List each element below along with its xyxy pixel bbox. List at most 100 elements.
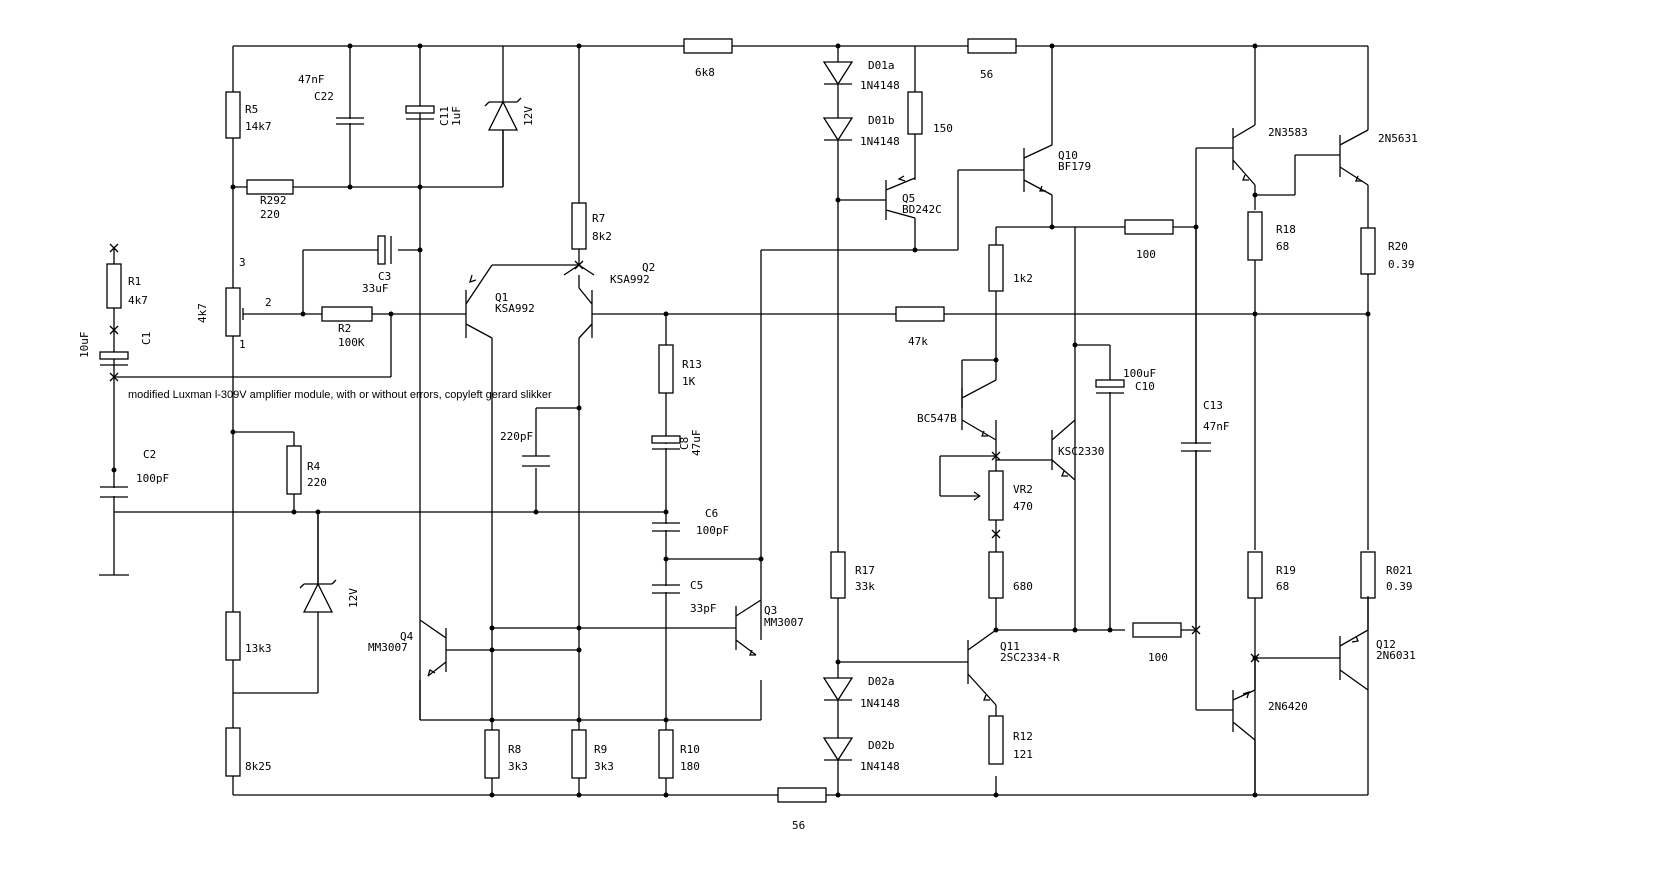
label-C11-ref: C11	[438, 106, 451, 126]
label-8k25-value: 8k25	[245, 760, 272, 773]
transistors	[419, 124, 1369, 795]
label-R20-value: 0.39	[1388, 258, 1415, 271]
resistor-56-bottom	[777, 787, 827, 803]
wipers	[242, 308, 981, 501]
label-R021-ref: R021	[1386, 564, 1413, 577]
label-D01a-ref: D01a	[868, 59, 895, 72]
label-R2-value: 100K	[338, 336, 365, 349]
label-R19-ref: R19	[1276, 564, 1296, 577]
resistor-100-a	[1124, 219, 1174, 235]
label-13k3-value: 13k3	[245, 642, 272, 655]
label-56-top-value: 56	[980, 68, 993, 81]
label-C8-ref: C8	[678, 437, 691, 450]
label-Q5-value: BD242C	[902, 203, 942, 216]
resistor-R2	[321, 306, 373, 322]
transistor-Q10	[1023, 144, 1053, 196]
label-Q4-ref: Q4	[400, 630, 414, 643]
label-1k2-value: 1k2	[1013, 272, 1033, 285]
label-VR2-value: 470	[1013, 500, 1033, 513]
label-zener2-value: 12V	[347, 588, 360, 608]
resistor-R17	[830, 551, 846, 599]
label-D02b-value: 1N4148	[860, 760, 900, 773]
resistor-R19	[1247, 551, 1263, 599]
label-Q11-ref: Q11	[1000, 640, 1020, 653]
label-C10-ref: C10	[1135, 380, 1155, 393]
resistor-47k	[895, 306, 945, 322]
label-R1-value: 4k7	[128, 294, 148, 307]
label-D01b-ref: D01b	[868, 114, 895, 127]
label-Q10-ref: Q10	[1058, 149, 1078, 162]
resistor-R021	[1360, 551, 1376, 599]
label-C11-value: 1uF	[450, 106, 463, 126]
transistor-2N3583	[1232, 124, 1256, 186]
label-R9-value: 3k3	[594, 760, 614, 773]
label-R5-value: 14k7	[245, 120, 272, 133]
diode-D01a	[822, 61, 854, 86]
zener-12V-bottom	[299, 512, 337, 613]
label-R2-ref: R2	[338, 322, 351, 335]
resistor-13k3	[225, 611, 241, 661]
label-Q4-value: MM3007	[368, 641, 408, 654]
resistor-56-top	[967, 38, 1017, 54]
transistor-KSC2330	[1051, 419, 1076, 481]
resistor-R4	[286, 445, 302, 495]
zener-12V-top	[484, 97, 522, 187]
label-R12-value: 121	[1013, 748, 1033, 761]
label-R8-value: 3k3	[508, 760, 528, 773]
resistor-R18	[1247, 211, 1263, 261]
label-C13-ref: C13	[1203, 399, 1223, 412]
diodes	[299, 61, 854, 762]
label-C2-ref: C2	[143, 448, 156, 461]
transistor-Q12	[1339, 596, 1369, 691]
label-R10-ref: R10	[680, 743, 700, 756]
label-47k-value: 47k	[908, 335, 928, 348]
label-2N3583: 2N3583	[1268, 126, 1308, 139]
label-C3-value: 33uF	[362, 282, 389, 295]
resistor-R7	[571, 202, 587, 250]
capacitor-C1	[99, 351, 129, 366]
resistor-150	[907, 91, 923, 135]
label-R1-ref: R1	[128, 275, 141, 288]
label-56-bottom-value: 56	[792, 819, 805, 832]
capacitor-C13	[1181, 442, 1211, 452]
transistor-Q5	[885, 175, 916, 220]
transistor-Q3	[735, 599, 762, 656]
label-R18-ref: R18	[1276, 223, 1296, 236]
label-D01a-value: 1N4148	[860, 79, 900, 92]
resistor-R13	[658, 344, 674, 394]
label-C5-value: 33pF	[690, 602, 717, 615]
capacitor-C6	[652, 522, 680, 532]
resistor-R20	[1360, 227, 1376, 275]
label-KSC2330: KSC2330	[1058, 445, 1104, 458]
label-R021-value: 0.39	[1386, 580, 1413, 593]
label-R9-ref: R9	[594, 743, 607, 756]
label-Q5-ref: Q5	[902, 192, 915, 205]
resistor-R9	[571, 729, 587, 779]
label-Q10-value: BF179	[1058, 160, 1091, 173]
capacitor-C11	[405, 105, 435, 120]
label-100a-value: 100	[1136, 248, 1156, 261]
transistor-Q4	[419, 619, 447, 677]
label-R20-ref: R20	[1388, 240, 1408, 253]
label-Q1-value: KSA992	[495, 302, 535, 315]
label-R5-ref: R5	[245, 103, 258, 116]
label-pot-pin3: 3	[239, 256, 246, 269]
label-C3-ref: C3	[378, 270, 391, 283]
label-R17-ref: R17	[855, 564, 875, 577]
label-zener1-value: 12V	[522, 106, 535, 126]
label-150-value: 150	[933, 122, 953, 135]
label-Q3-ref: Q3	[764, 604, 777, 617]
label-C13-value: 47nF	[1203, 420, 1230, 433]
label-VR2-ref: VR2	[1013, 483, 1033, 496]
label-C1-ref: C1	[140, 332, 153, 345]
resistor-R5	[225, 91, 241, 139]
label-Q12-value: 2N6031	[1376, 649, 1416, 662]
label-680-value: 680	[1013, 580, 1033, 593]
capacitor-C8	[651, 435, 681, 450]
label-C22-value: 47nF	[298, 73, 325, 86]
label-D01b-value: 1N4148	[860, 135, 900, 148]
capacitor-C3	[377, 235, 392, 265]
label-R13-value: 1K	[682, 375, 696, 388]
capacitor-C22	[336, 117, 364, 125]
diode-D02b	[822, 737, 854, 762]
